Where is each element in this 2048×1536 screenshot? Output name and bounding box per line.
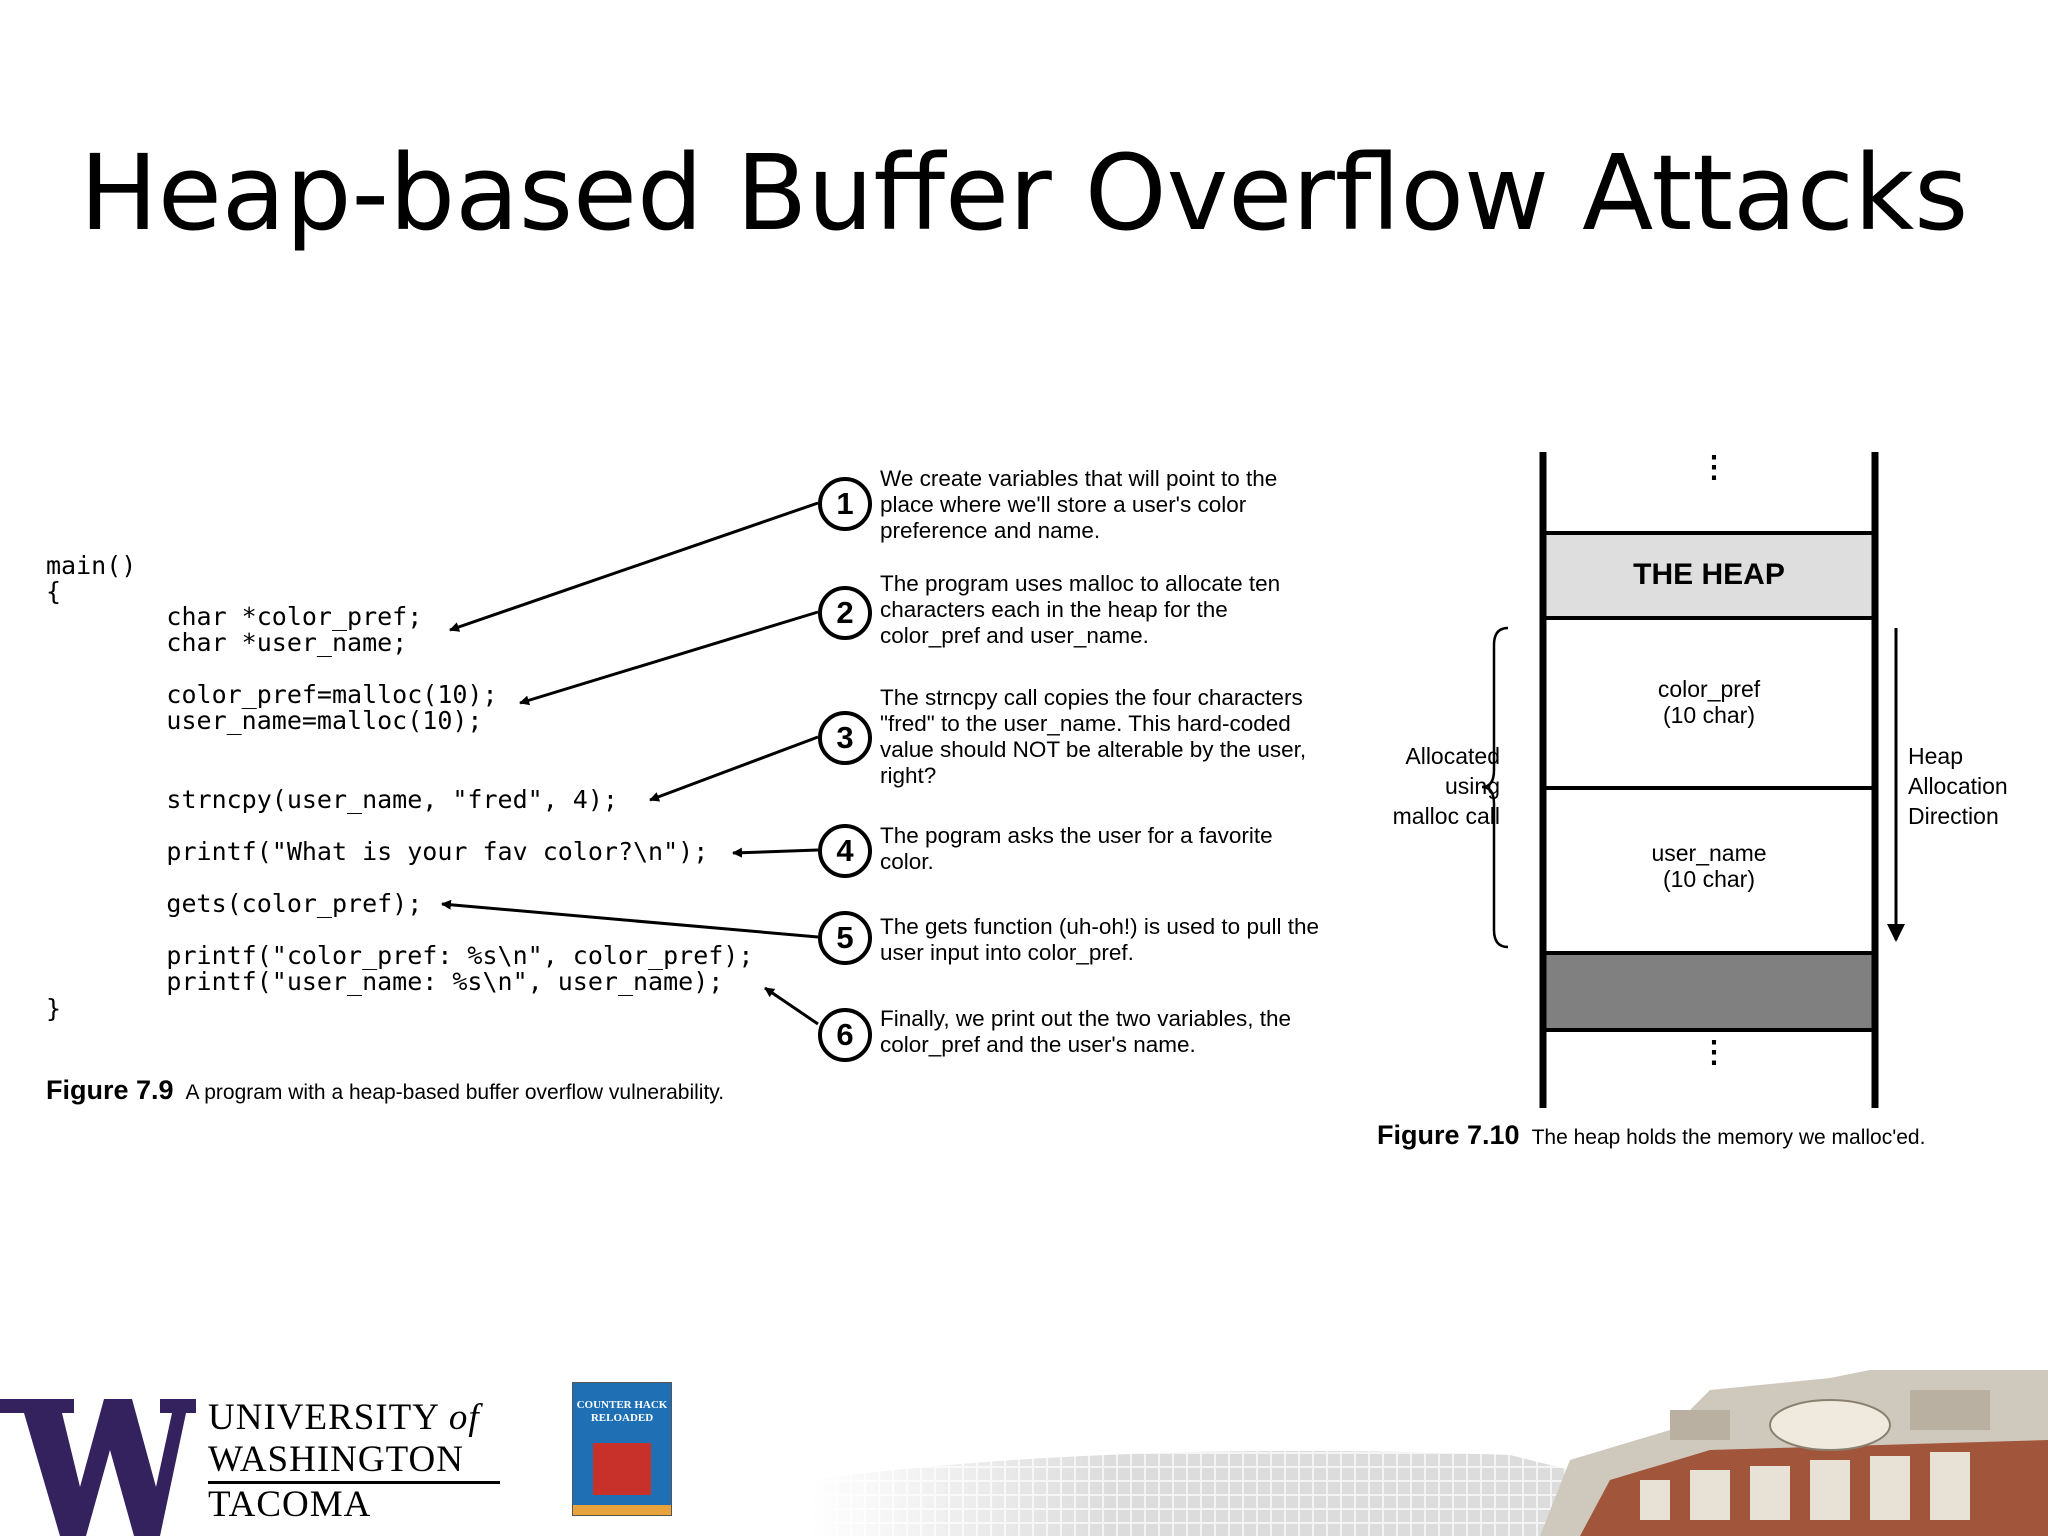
code-line: printf("user_name: %s\n", user_name); (46, 967, 724, 996)
code-line: strncpy(user_name, "fred", 4); (46, 785, 618, 814)
figure-7-10-caption-label: Figure 7.10 (1377, 1120, 1520, 1150)
arrow-4 (732, 847, 819, 858)
code-line: } (46, 994, 62, 1023)
ellipsis-top-icon: ⋮ (1699, 451, 1729, 484)
callout-2-text: The program uses malloc to allocate ten … (880, 571, 1281, 648)
book-cover-image: COUNTER HACK RELOADED (572, 1382, 672, 1516)
allocation-brace (1481, 626, 1509, 949)
callout-3-badge: 3 (818, 711, 872, 765)
allocated-line: Allocated (1405, 743, 1500, 769)
heap-header-block (1541, 531, 1877, 620)
heap-block-unused (1541, 951, 1877, 1032)
heap-title: THE HEAP (1633, 558, 1785, 591)
book-cover-band (573, 1505, 671, 1515)
direction-line: Direction (1908, 803, 1999, 829)
direction-line: Heap (1908, 743, 1963, 769)
callout-4-badge: 4 (818, 824, 872, 878)
user-name-label: user_name (1651, 840, 1767, 866)
direction-note: Heap Allocation Direction (1908, 741, 2048, 831)
code-line: printf("color_pref: %s\n", color_pref); (46, 941, 754, 970)
code-line: user_name=malloc(10); (46, 706, 483, 735)
arrow-5 (441, 899, 819, 939)
figure-7-10-caption: Figure 7.10 The heap holds the memory we … (1377, 1120, 1925, 1151)
callout-4-text: The pogram asks the user for a favorite … (880, 823, 1273, 874)
figure-7-9-caption-label: Figure 7.9 (46, 1075, 174, 1105)
book-title-line: RELOADED (590, 1412, 654, 1424)
arrow-2 (519, 610, 819, 706)
allocated-line: using (1445, 773, 1500, 799)
ellipsis-bottom-icon: ⋮ (1699, 1036, 1729, 1069)
logo-university: UNIVERSITY (208, 1397, 439, 1438)
figure-7-10-caption-text: The heap holds the memory we malloc'ed. (1531, 1126, 1926, 1149)
allocated-line: malloc call (1392, 803, 1500, 829)
building-banner-image (810, 1370, 2048, 1536)
arrow-1 (449, 501, 819, 632)
logo-washington: WASHINGTON (208, 1439, 464, 1480)
user-name-size: (10 char) (1662, 866, 1756, 892)
callout-5-badge: 5 (818, 911, 872, 965)
arrow-6 (764, 986, 819, 1026)
callout-2-badge: 2 (818, 586, 872, 640)
logo-of: of (448, 1397, 480, 1438)
logo-tacoma: TACOMA (208, 1481, 500, 1526)
logo-wordmark: UNIVERSITY of WASHINGTON TACOMA (208, 1397, 500, 1526)
figure-7-9-caption: Figure 7.9 A program with a heap-based bu… (46, 1075, 724, 1106)
figure-7-9-caption-text: A program with a heap-based buffer overf… (185, 1081, 725, 1104)
slide-title: Heap-based Buffer Overflow Attacks (79, 132, 1969, 254)
code-line: char *color_pref; (46, 602, 423, 631)
arrow-3 (649, 735, 819, 802)
code-line: { (46, 577, 62, 606)
uw-tacoma-logo: UNIVERSITY of WASHINGTON TACOMA (0, 1395, 520, 1536)
heap-block-user-name (1541, 786, 1877, 955)
direction-line: Allocation (1908, 773, 2008, 799)
callout-5-text: The gets function (uh-oh!) is used to pu… (880, 914, 1320, 965)
color-pref-size: (10 char) (1662, 702, 1756, 728)
code-line: gets(color_pref); (46, 889, 423, 918)
book-title: COUNTER HACK RELOADED (573, 1399, 671, 1425)
code-line: color_pref=malloc(10); (46, 680, 498, 709)
callout-6-badge: 6 (818, 1008, 872, 1062)
callout-1-text: We create variables that will point to t… (880, 466, 1278, 543)
code-line: char *user_name; (46, 628, 408, 657)
book-title-line: COUNTER HACK (576, 1399, 668, 1411)
callout-6-text: Finally, we print out the two variables,… (880, 1006, 1292, 1057)
book-cover-art (593, 1443, 651, 1495)
code-line: printf("What is your fav color?\n"); (46, 837, 709, 866)
callout-1-badge: 1 (818, 477, 872, 531)
callout-3-text: The strncpy call copies the four charact… (880, 685, 1307, 788)
allocated-note: Allocated using malloc call (1360, 741, 1500, 831)
code-line: main() (46, 551, 137, 580)
uw-w-logo-icon (0, 1399, 196, 1536)
color-pref-label: color_pref (1657, 676, 1761, 702)
